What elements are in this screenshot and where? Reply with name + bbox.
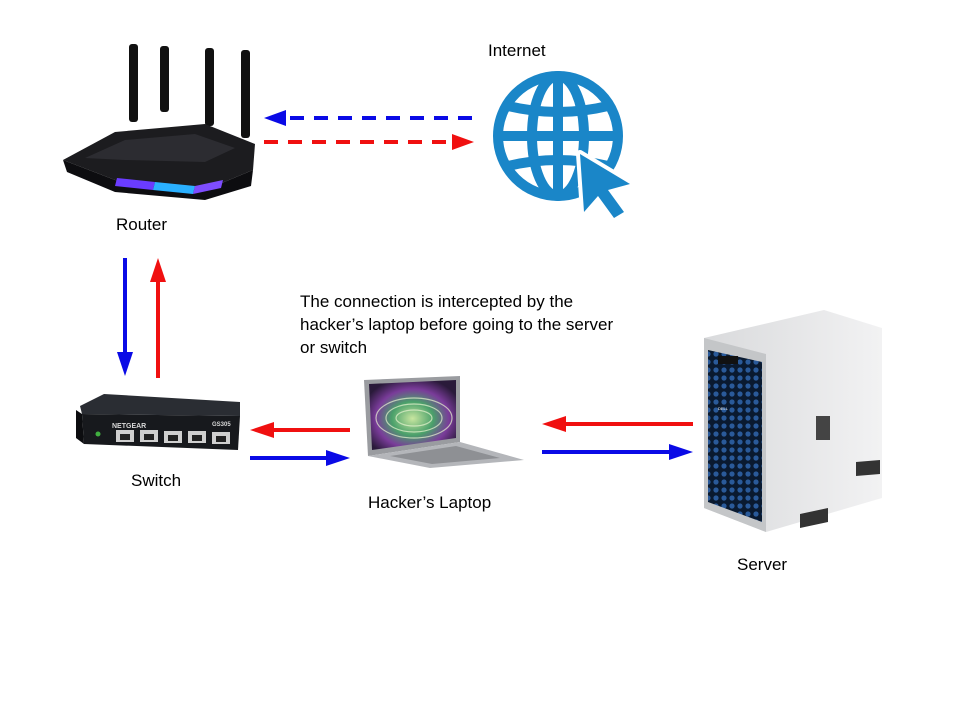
arrow-switch-to-router [150,258,166,378]
server-icon: DELL [704,310,884,535]
router-label: Router [116,215,168,234]
arrow-laptop-to-switch [250,422,350,438]
switch-icon: NETGEAR GS305 [74,392,244,464]
internet-globe-icon [488,66,638,218]
switch-model-text: GS305 [212,422,231,428]
interception-note: The connection is intercepted by the hac… [300,292,614,357]
server-brand-text: DELL [718,406,729,411]
switch-brand-text: NETGEAR [112,423,146,430]
laptop-label: Hacker’s Laptop [368,493,492,512]
arrow-internet-to-router [264,110,472,126]
arrow-router-to-switch [117,258,133,376]
router-icon [55,40,265,205]
arrow-laptop-to-server [542,444,693,460]
arrow-server-to-laptop [542,416,693,432]
arrow-switch-to-laptop [250,450,350,466]
hackers-laptop-icon [360,376,525,468]
arrow-router-to-internet [264,134,474,150]
server-label: Server [737,555,788,574]
switch-label: Switch [131,471,182,490]
internet-label: Internet [488,41,546,60]
